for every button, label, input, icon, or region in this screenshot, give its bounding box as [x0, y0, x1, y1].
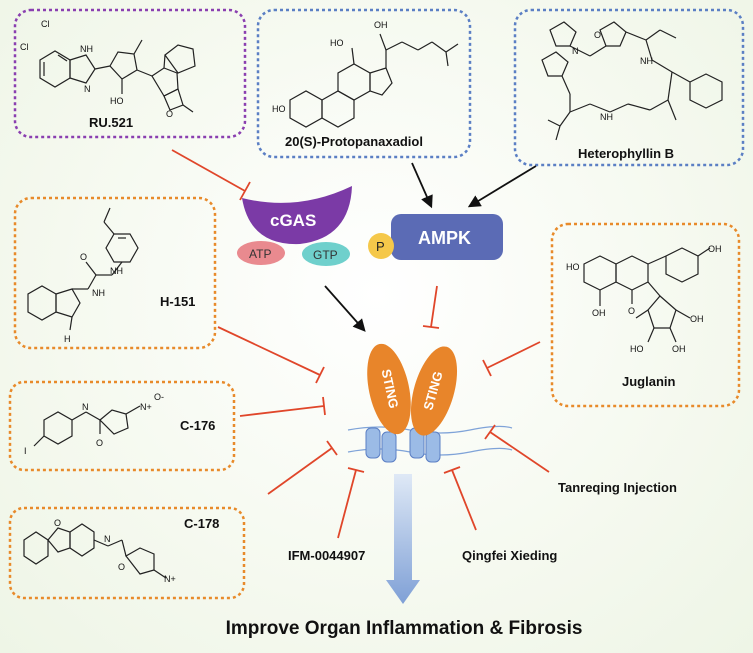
ppd-label: 20(S)-Protopanaxadiol — [285, 134, 423, 149]
c178-structure — [23, 523, 167, 579]
c176-o-atom: O — [96, 438, 103, 448]
inhibition-ru521-cgas — [171, 149, 251, 201]
h151-structure — [27, 207, 139, 331]
c176-box — [8, 380, 236, 472]
phosphate-label: P — [376, 239, 385, 254]
ru521-box — [13, 8, 247, 139]
h151-h-atom: H — [64, 334, 71, 344]
c176-i-atom: I — [24, 446, 27, 456]
juglanin-ho-atom: HO — [566, 262, 580, 272]
c176-label: C-176 — [180, 418, 215, 433]
c178-o-atom: O — [54, 518, 61, 528]
gtp-label: GTP — [313, 248, 338, 262]
h151-box — [13, 196, 217, 350]
inhibition-qingfei-sting — [443, 466, 477, 531]
c176-n-atom: N — [82, 402, 89, 412]
heterophyllin-n-atom: N — [572, 46, 579, 56]
ru521-ho-atom: HO — [110, 96, 124, 106]
atp-label: ATP — [249, 247, 271, 261]
membrane — [347, 425, 513, 434]
ppd-ho-atom: HO — [330, 38, 344, 48]
c176-o-minus-atom: O- — [154, 392, 164, 402]
h151-nh-atom: NH — [92, 288, 105, 298]
inhibition-juglanin-sting — [482, 341, 541, 377]
sting-protein-right — [410, 346, 458, 436]
ppd-box — [256, 8, 472, 159]
c178-label: C-178 — [184, 516, 219, 531]
ampk-label: AMPK — [418, 228, 471, 248]
inhibition-ampk-sting — [422, 285, 440, 329]
activation-arrow — [324, 285, 366, 332]
activation-arrow — [411, 162, 433, 209]
juglanin-oh-atom: OH — [592, 308, 606, 318]
juglanin-box — [550, 222, 741, 408]
h151-label: H-151 — [160, 294, 195, 309]
ru521-nh-atom: NH — [80, 44, 93, 54]
c176-structure — [33, 405, 141, 447]
ru521-cl-atom: Cl — [41, 19, 50, 29]
gtp-molecule — [302, 242, 350, 266]
activation-arrow — [467, 165, 537, 208]
juglanin-ho-atom: HO — [630, 344, 644, 354]
juglanin-oh-atom: OH — [690, 314, 704, 324]
ru521-label: RU.521 — [89, 115, 133, 130]
ru521-n-atom: N — [84, 84, 91, 94]
inhibition-c178-sting — [267, 440, 338, 495]
juglanin-label: Juglanin — [622, 374, 676, 389]
ru521-cl-atom: Cl — [20, 42, 29, 52]
heterophyllin-nh-atom: NH — [600, 112, 613, 122]
c178-box — [8, 506, 246, 600]
inhibition-ifm-sting — [337, 467, 365, 539]
ifm-label: IFM-0044907 — [288, 548, 365, 563]
outcome-arrow — [386, 474, 420, 604]
h151-o-atom: O — [80, 252, 87, 262]
heterophyllin-label: Heterophyllin B — [578, 146, 674, 161]
juglanin-oh-atom: OH — [708, 244, 722, 254]
juglanin-structure — [583, 247, 711, 343]
heterophyllin-nh-atom: NH — [640, 56, 653, 66]
inhibition-c176-sting — [239, 396, 326, 417]
qingfei-label: Qingfei Xieding — [462, 548, 557, 563]
ampk-protein — [391, 214, 503, 260]
heterophyllin-box — [513, 8, 745, 167]
inhibition-tanreqing-sting — [484, 424, 550, 473]
outcome-title: Improve Organ Inflammation & Fibrosis — [226, 618, 583, 639]
ppd-ho-atom: HO — [272, 104, 286, 114]
ru521-o-atom: O — [166, 109, 173, 119]
c178-o-atom: O — [118, 562, 125, 572]
atp-molecule — [237, 241, 285, 265]
h151-nh-atom: NH — [110, 266, 123, 276]
c176-n-plus-atom: N+ — [140, 402, 152, 412]
inhibition-h151-sting — [217, 326, 325, 384]
sting-protein-left — [367, 343, 411, 435]
cgas-protein — [242, 186, 352, 245]
c178-n-plus-atom: N+ — [164, 574, 176, 584]
juglanin-o-atom: O — [628, 306, 635, 316]
juglanin-oh-atom: OH — [672, 344, 686, 354]
sting-transmembrane-domains — [365, 427, 441, 463]
heterophyllin-structure — [541, 21, 723, 141]
ppd-oh-atom: OH — [374, 20, 388, 30]
cgas-label: cGAS — [270, 211, 316, 230]
c178-n-atom: N — [104, 534, 111, 544]
tanreqing-label: Tanreqing Injection — [558, 480, 677, 495]
ru521-structure — [39, 39, 196, 113]
ppd-structure — [289, 33, 459, 128]
heterophyllin-o-atom: O — [594, 30, 601, 40]
phosphate-group — [368, 233, 394, 259]
